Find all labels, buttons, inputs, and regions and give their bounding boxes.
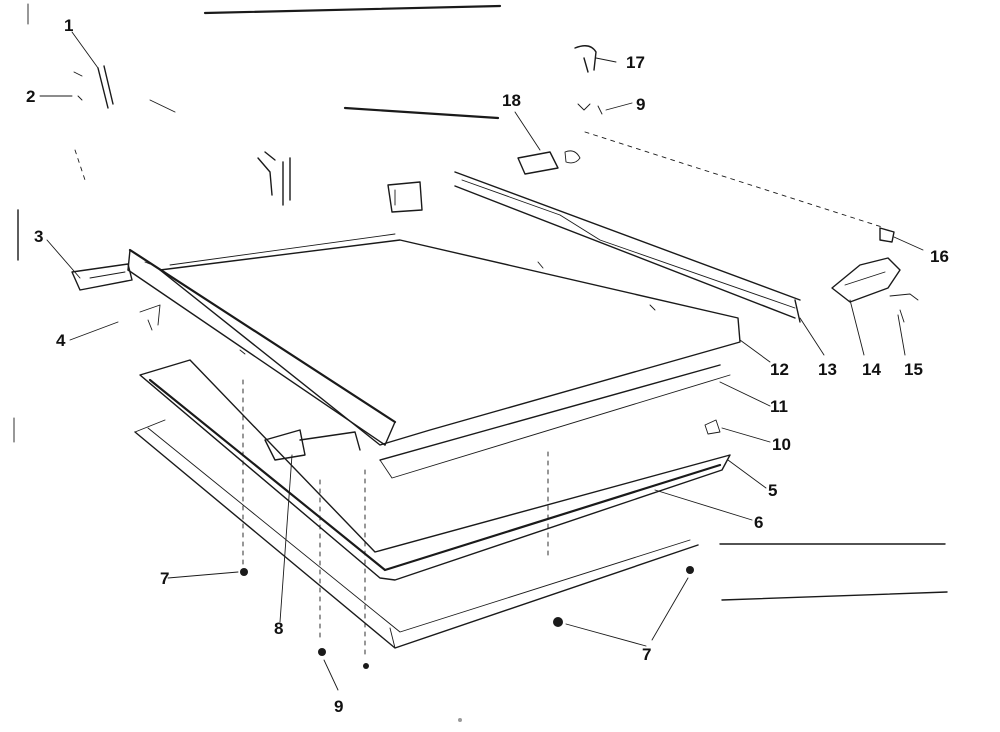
callout-4: 4: [56, 331, 66, 350]
part-17-hook: [574, 45, 597, 73]
callout-9a: 9: [334, 697, 343, 716]
seal-tray: [139, 359, 731, 581]
part-14-handle: [831, 257, 901, 303]
scan-artifacts: [13, 3, 948, 601]
part-9-screws-top: [577, 103, 603, 115]
callout-3: 3: [34, 227, 43, 246]
part-3-hinge: [71, 263, 133, 291]
callout-14: 14: [862, 360, 881, 379]
callout-8: 8: [274, 619, 283, 638]
callout-1: 1: [64, 16, 73, 35]
callout-labels: 1 2 3 4 5 6 7 7 8 9 9 10 11 12 13 14 15 …: [26, 16, 949, 716]
callout-2: 2: [26, 87, 35, 106]
fastener-screws: [240, 566, 694, 722]
door-frame-bar: [127, 248, 397, 446]
alignment-lines: [74, 149, 366, 656]
part-1-strip: [97, 65, 176, 113]
glass-panel-top: [159, 233, 741, 446]
part-18-latch: [517, 150, 581, 175]
callout-9b: 9: [636, 95, 645, 114]
rear-bracket: [257, 151, 423, 213]
part-10-fastener: [704, 419, 721, 435]
callout-11: 11: [770, 397, 788, 416]
callout-6: 6: [754, 513, 763, 532]
callout-10: 10: [772, 435, 791, 454]
callout-18: 18: [502, 91, 521, 110]
callout-16: 16: [930, 247, 949, 266]
part-4-clip: [139, 304, 161, 331]
middle-panel: [379, 364, 731, 561]
callout-13: 13: [818, 360, 837, 379]
callout-7a: 7: [160, 569, 169, 588]
callout-5: 5: [768, 481, 777, 500]
rear-rail: [454, 131, 886, 323]
callout-15: 15: [904, 360, 923, 379]
part-16-endcap: [879, 227, 895, 243]
part-15-screw: [889, 293, 919, 323]
bottom-frame: [134, 419, 699, 649]
leader-lines: [39, 31, 924, 691]
callout-12: 12: [770, 360, 789, 379]
callout-17: 17: [626, 53, 645, 72]
callout-7b: 7: [642, 645, 651, 664]
part-8-bracket: [264, 429, 361, 461]
part-2-screw: [73, 71, 83, 101]
